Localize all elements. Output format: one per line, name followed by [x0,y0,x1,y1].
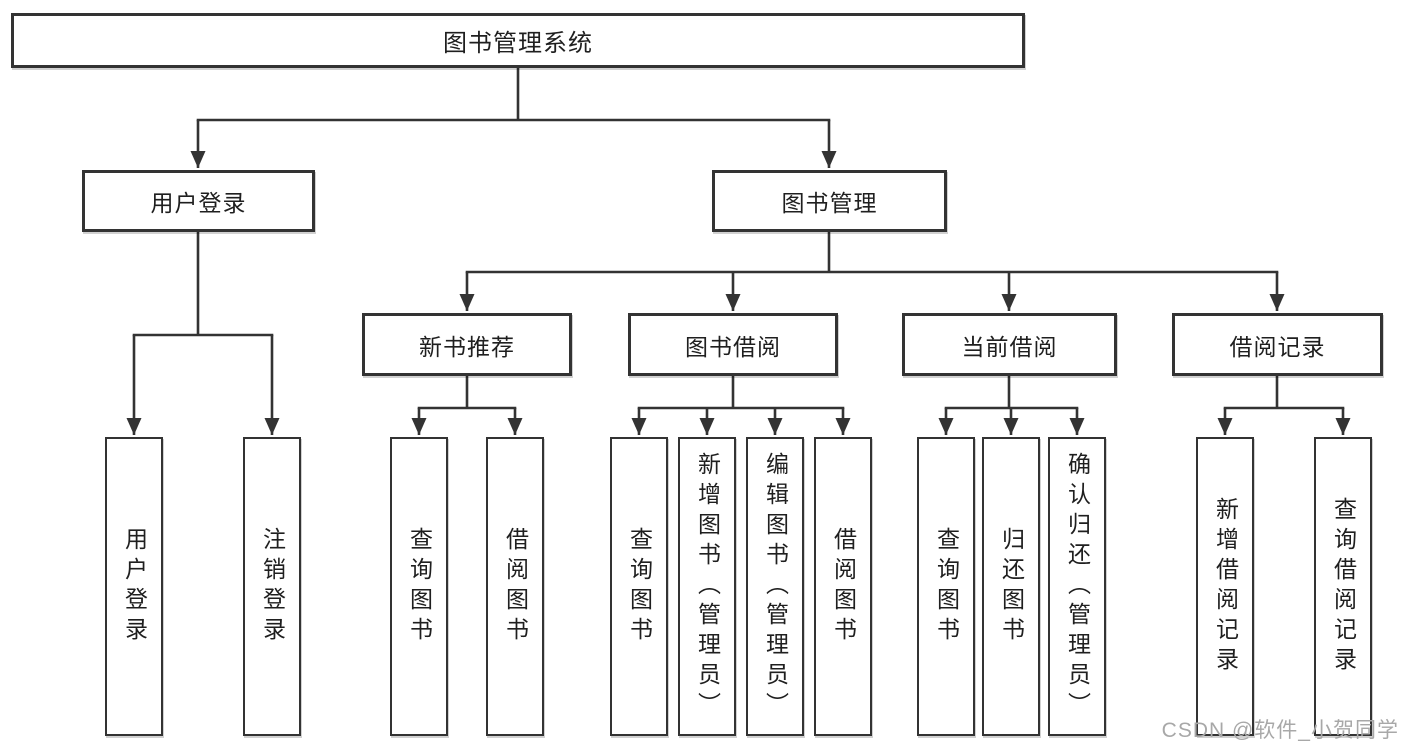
node-borrow-records: 借阅记录 [1172,313,1383,376]
leaf-query-books-current: 查询图书 [917,437,975,736]
leaf-label: 归还图书 [998,526,1025,647]
node-new-book-recommend: 新书推荐 [362,313,572,376]
leaf-label: 借阅图书 [830,526,857,647]
leaf-confirm-return-admin: 确认归还（管理员） [1048,437,1106,736]
leaf-label: 编辑图书（管理员） [762,451,789,722]
node-label: 当前借阅 [961,333,1058,360]
leaf-label: 借阅图书 [502,526,529,647]
leaf-return-books: 归还图书 [982,437,1040,736]
node-label: 借阅记录 [1229,333,1326,360]
leaf-borrow-books: 借阅图书 [814,437,872,736]
leaf-label: 确认归还（管理员） [1064,451,1091,722]
leaf-label: 新增借阅记录 [1212,496,1239,677]
node-user-login: 用户登录 [82,170,315,232]
leaf-query-books-borrow: 查询图书 [610,437,668,736]
node-book-management: 图书管理 [712,170,947,232]
leaf-add-borrow-record: 新增借阅记录 [1196,437,1254,736]
leaf-query-books-recommend: 查询图书 [390,437,448,736]
node-current-borrowing: 当前借阅 [902,313,1117,376]
leaf-query-borrow-record: 查询借阅记录 [1314,437,1372,736]
leaf-label: 查询图书 [406,526,433,647]
leaf-label: 新增图书（管理员） [694,451,721,722]
node-label: 图书管理 [781,190,878,216]
leaf-user-login: 用户登录 [105,437,163,736]
leaf-edit-books-admin: 编辑图书（管理员） [746,437,804,736]
node-label: 图书管理系统 [443,30,593,57]
leaf-label: 用户登录 [121,526,148,647]
leaf-borrow-books-recommend: 借阅图书 [486,437,544,736]
node-library-system: 图书管理系统 [11,13,1025,68]
node-label: 图书借阅 [685,333,781,360]
leaf-label: 注销登录 [259,526,286,647]
csdn-watermark: CSDN @软件_小贺同学 [1161,719,1399,742]
leaf-add-books-admin: 新增图书（管理员） [678,437,736,736]
node-book-borrowing: 图书借阅 [628,313,838,376]
leaf-label: 查询借阅记录 [1330,496,1357,677]
leaf-label: 查询图书 [626,526,653,647]
leaf-label: 查询图书 [933,526,960,647]
node-label: 新书推荐 [419,333,515,360]
leaf-logout: 注销登录 [243,437,301,736]
node-label: 用户登录 [150,190,247,216]
